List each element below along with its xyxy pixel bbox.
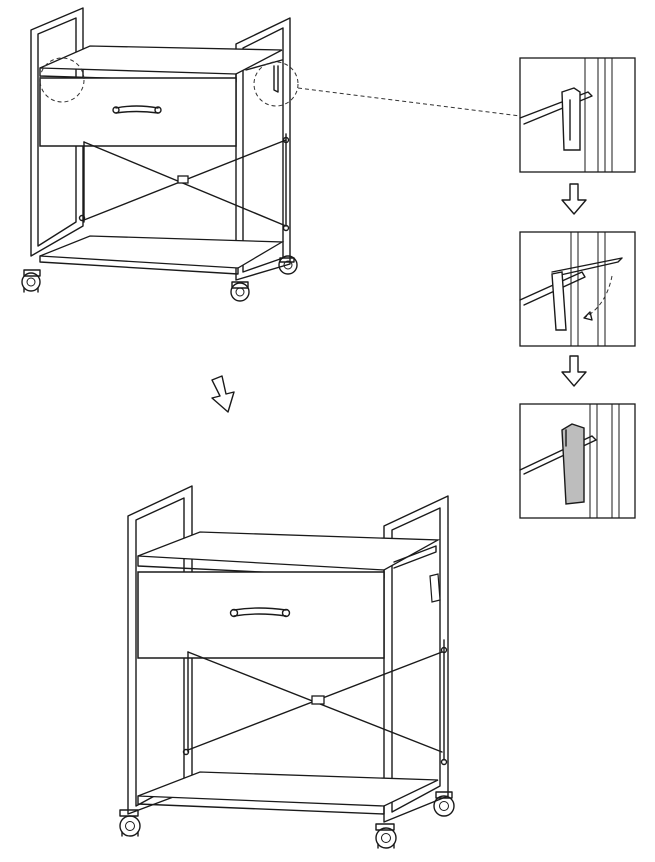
- hook-detail-step-2: [519, 231, 636, 347]
- drawer: [137, 571, 385, 659]
- wheel: [278, 255, 298, 275]
- hook-detail-step-3: [519, 403, 636, 519]
- cart-after-hook: [119, 485, 455, 849]
- detail-marker-right: [253, 61, 299, 107]
- wheel: [119, 809, 141, 837]
- wheel: [375, 823, 397, 849]
- wheel: [433, 791, 455, 817]
- detail-leader-line: [297, 87, 521, 117]
- wheel: [230, 281, 250, 302]
- cart-before-hook: [21, 7, 521, 302]
- hook-detail-step-1: [519, 57, 636, 173]
- down-arrow-icon: [211, 375, 235, 413]
- wheel: [21, 269, 41, 293]
- down-arrow-icon: [561, 183, 587, 215]
- detail-marker-left: [39, 57, 85, 103]
- down-arrow-icon: [561, 355, 587, 387]
